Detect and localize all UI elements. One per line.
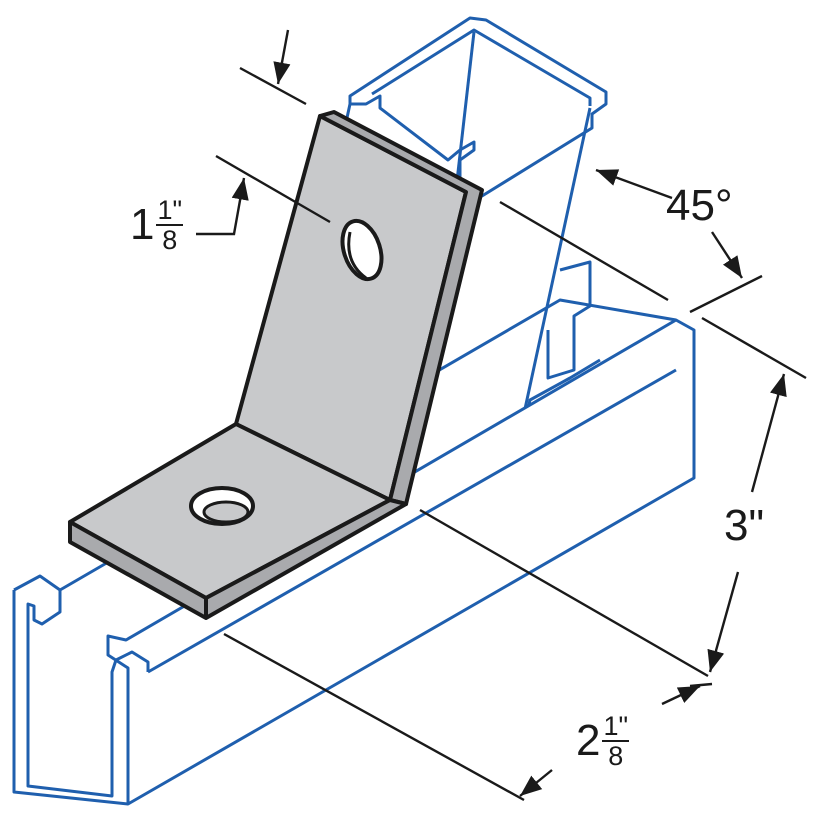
thickness-arrow-bottom [196,177,249,236]
upright-channel-lip [546,260,592,380]
height-arrow-top [750,373,787,493]
width-denominator: 8 [608,741,624,772]
height-extension-top [701,316,807,380]
upright-channel-inner [371,28,592,106]
thickness-fraction: 1" 8 [156,195,184,256]
width-arrow-bottom [519,769,553,797]
angle-fitting [68,110,484,620]
width-numerator: 1" [602,711,630,743]
base-bolt-hole-inner [202,500,250,524]
width-extension-bottom [223,632,525,802]
thickness-dimension-label: 1 1" 8 [130,195,184,256]
angle-dimension-label: 45° [666,181,733,230]
thickness-denominator: 8 [162,225,178,256]
angle-extension [499,200,669,302]
height-dimension-label: 3" [724,501,765,550]
width-extension-top [689,682,713,688]
width-dimension-label: 2 1" 8 [576,711,630,772]
width-arrow-top [661,684,701,706]
angle-leader-bottom [710,231,744,279]
upright-bolt-hole-shadow [347,231,367,280]
base-channel-end-face [13,574,150,798]
thickness-extension-top [239,66,307,106]
width-whole: 2 [576,716,601,766]
thickness-arrow-top [273,29,291,85]
thickness-whole: 1 [130,200,155,250]
height-extension-bottom [419,508,709,678]
base-channel-inner-edge [147,368,677,674]
thickness-numerator: 1" [156,195,184,227]
angle-leader-top [595,168,673,200]
thickness-extension-bottom [215,154,331,224]
dimension-lines [196,29,807,802]
width-fraction: 1" 8 [602,711,630,772]
height-arrow-bottom [707,571,740,673]
base-channel [12,298,696,806]
angle-reference [689,274,763,314]
